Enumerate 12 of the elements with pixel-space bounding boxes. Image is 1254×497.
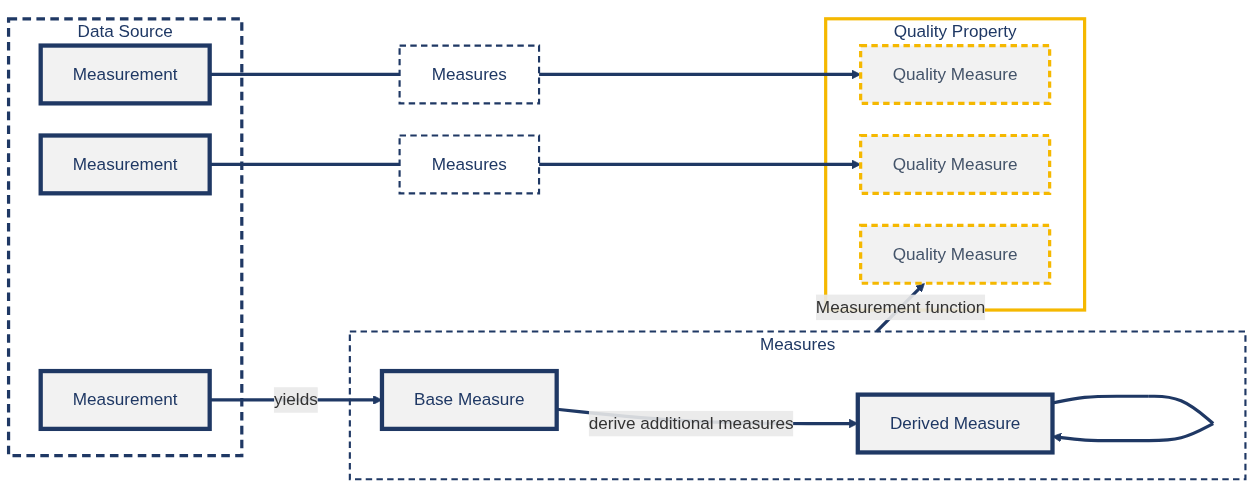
node-box: Measurement (38, 368, 212, 431)
node-box: Quality Measure (859, 223, 1052, 285)
node-box: Measurement (38, 132, 212, 195)
node-box: Measures (398, 44, 541, 104)
node-box: Quality Measure (859, 43, 1052, 105)
node-box: Measures (398, 133, 541, 194)
node-box: Quality Measure (859, 133, 1052, 195)
edge-label: yields (273, 389, 318, 409)
node-box: Measurement (38, 42, 212, 105)
edge-label: derive additional measures (588, 413, 794, 432)
node-box: Derived Measure (855, 392, 1055, 455)
node-box: Base Measure (379, 368, 559, 431)
